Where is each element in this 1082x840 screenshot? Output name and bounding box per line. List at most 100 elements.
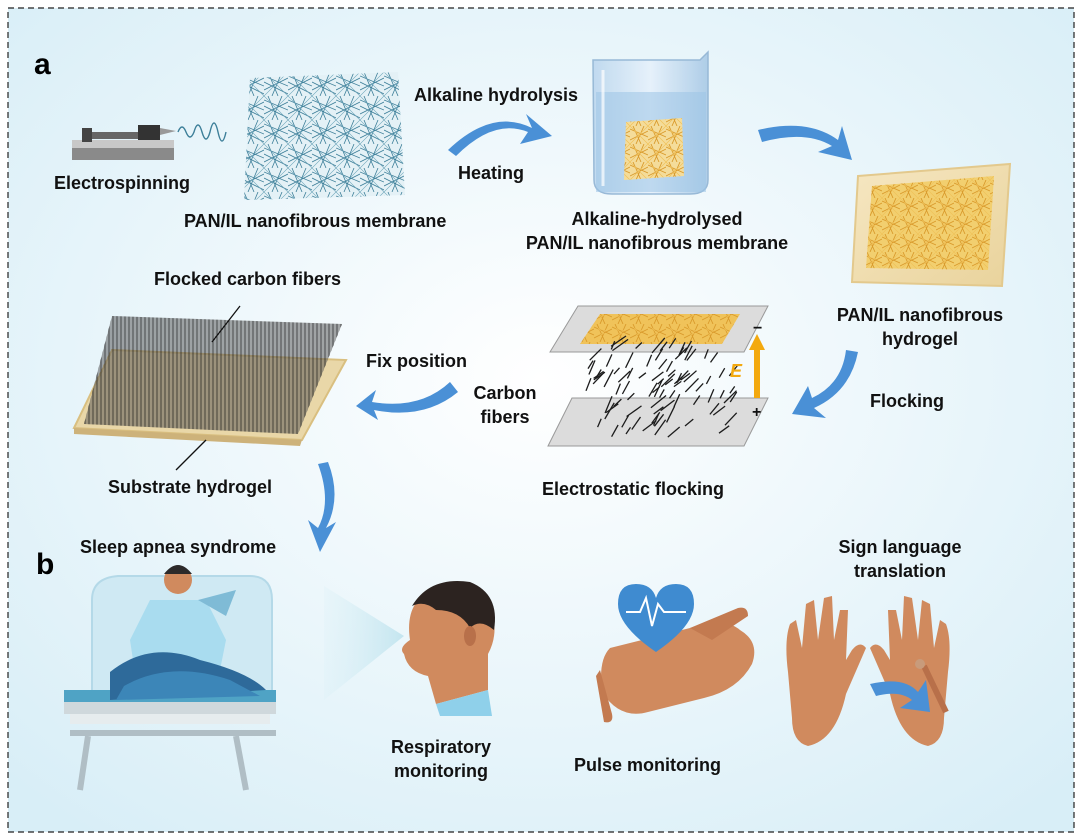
minus-sign: −: [753, 320, 763, 337]
carbon-fiber-stroke: [718, 425, 730, 434]
label-alkaline-hydrolysis: Alkaline hydrolysis: [414, 85, 579, 105]
carbon-fiber-stroke: [593, 370, 604, 379]
carbon-fiber-stroke: [611, 424, 619, 438]
carbon-fiber-stroke: [605, 354, 613, 367]
carbon-fiber-stroke: [684, 340, 693, 354]
label-carbon-2: fibers: [480, 407, 530, 427]
arrow-fix-position: [356, 382, 458, 420]
carbon-fiber-stroke: [621, 380, 631, 395]
carbon-fiber-stroke: [680, 372, 691, 381]
carbon-fiber-stroke: [652, 413, 660, 426]
carbon-fiber-stroke: [651, 371, 664, 382]
carbon-fiber-stroke: [625, 352, 634, 369]
carbon-fiber-stroke: [595, 369, 602, 380]
arrow-heating: [448, 114, 552, 156]
carbon-fiber-stroke: [667, 426, 681, 438]
carbon-fiber-stroke: [627, 392, 635, 401]
panel-label-b: b: [36, 548, 55, 581]
label-flocked-carbon-fibers: Flocked carbon fibers: [154, 269, 342, 289]
carbon-fiber-stroke: [626, 367, 634, 379]
carbon-fiber-stroke: [729, 391, 738, 403]
label-hydrogel-1: PAN/IL nanofibrous: [836, 305, 1004, 325]
pulse-hand-icon: [596, 607, 755, 723]
carbon-fiber-stroke: [703, 349, 709, 359]
carbon-fiber-stroke: [684, 345, 693, 361]
label-hydrolysed-2: PAN/IL nanofibrous membrane: [525, 233, 789, 253]
label-hydrogel-2: hydrogel: [881, 329, 958, 349]
carbon-fiber-stroke: [653, 413, 665, 427]
carbon-fiber-stroke: [658, 358, 668, 370]
label-electrostatic-flocking: Electrostatic flocking: [542, 479, 725, 499]
carbon-fiber-stroke: [638, 372, 647, 379]
carbon-fiber-stroke: [728, 365, 739, 377]
carbon-fiber-stroke: [642, 420, 657, 432]
carbon-fiber-stroke: [585, 377, 592, 392]
carbon-fiber-stroke: [718, 367, 726, 379]
carbon-fiber-stroke: [654, 419, 667, 436]
heart-icon: [618, 584, 694, 652]
carbon-fiber-stroke: [678, 347, 685, 356]
carbon-fiber-stroke: [657, 378, 665, 385]
carbon-fiber-stroke: [724, 412, 738, 426]
carbon-fiber-stroke: [648, 382, 658, 397]
carbon-fiber-stroke: [613, 367, 620, 375]
label-fix-position: Fix position: [366, 351, 467, 371]
carbon-fiber-stroke: [660, 373, 676, 388]
carbon-fiber-stroke: [588, 360, 596, 375]
carbon-fiber-stroke: [610, 335, 627, 347]
carbon-fiber-stroke: [707, 388, 715, 403]
carbon-fiber-stroke: [660, 399, 675, 412]
carbon-fiber-stroke: [665, 360, 673, 373]
carbon-fiber-stroke: [635, 342, 643, 349]
carbon-fiber-stroke: [617, 370, 631, 383]
carbon-fiber-stroke: [664, 378, 674, 386]
hand-icon: [786, 596, 866, 746]
carbon-fiber-stroke: [650, 394, 667, 409]
carbon-fiber-stroke: [653, 379, 663, 398]
carbon-fiber-stroke: [709, 402, 720, 415]
carbon-fiber-stroke: [613, 398, 622, 407]
carbon-fiber-stroke: [709, 352, 719, 363]
bed-icon: [64, 565, 276, 791]
carbon-fiber-stroke: [666, 405, 676, 423]
carbon-fiber-stroke: [684, 418, 694, 427]
carbon-fiber-stroke: [593, 371, 606, 381]
carbon-fiber-stroke: [587, 360, 594, 369]
arrow-to-hydrogel: [758, 125, 852, 160]
carbon-fiber-stroke: [603, 369, 614, 388]
carbon-fiber-stroke: [625, 426, 632, 435]
carbon-fiber-stroke: [615, 383, 622, 395]
hydrogel-pad-icon: [850, 162, 1012, 288]
carbon-fiber-stroke: [621, 415, 630, 428]
carbon-fiber-stroke: [673, 380, 682, 388]
flocking-apparatus-icon: [547, 305, 769, 447]
carbon-fiber-stroke: [719, 389, 725, 399]
label-substrate-hydrogel: Substrate hydrogel: [108, 477, 273, 497]
carbon-fiber-stroke: [626, 405, 642, 418]
carbon-fiber-stroke: [705, 375, 712, 385]
label-pulse-monitoring: Pulse monitoring: [574, 755, 722, 775]
carbon-fiber-stroke: [597, 418, 602, 428]
pan-membrane-icon: [244, 72, 405, 200]
carbon-fiber-stroke: [654, 348, 664, 361]
label-electrospinning: Electrospinning: [54, 173, 191, 193]
carbon-fiber-stroke: [692, 395, 701, 406]
arrow-flocking: [792, 350, 858, 418]
carbon-fiber-stroke: [684, 377, 699, 393]
label-carbon-1: Carbon: [473, 383, 537, 403]
carbon-fiber-stroke: [676, 372, 683, 382]
field-symbol-e: E: [730, 361, 743, 381]
label-sign-1: Sign language: [838, 537, 962, 557]
label-sign-2: translation: [853, 561, 946, 581]
carbon-fiber-stroke: [695, 382, 704, 392]
carbon-fiber-stroke: [631, 416, 642, 430]
carbon-fiber-stroke: [659, 389, 665, 398]
label-respiratory-2: monitoring: [394, 761, 488, 781]
label-heating: Heating: [458, 163, 525, 183]
carbon-fiber-stroke: [683, 370, 697, 383]
label-respiratory-1: Respiratory: [390, 737, 492, 757]
beaker-icon: [592, 50, 709, 195]
arrow-sign: [870, 680, 930, 712]
